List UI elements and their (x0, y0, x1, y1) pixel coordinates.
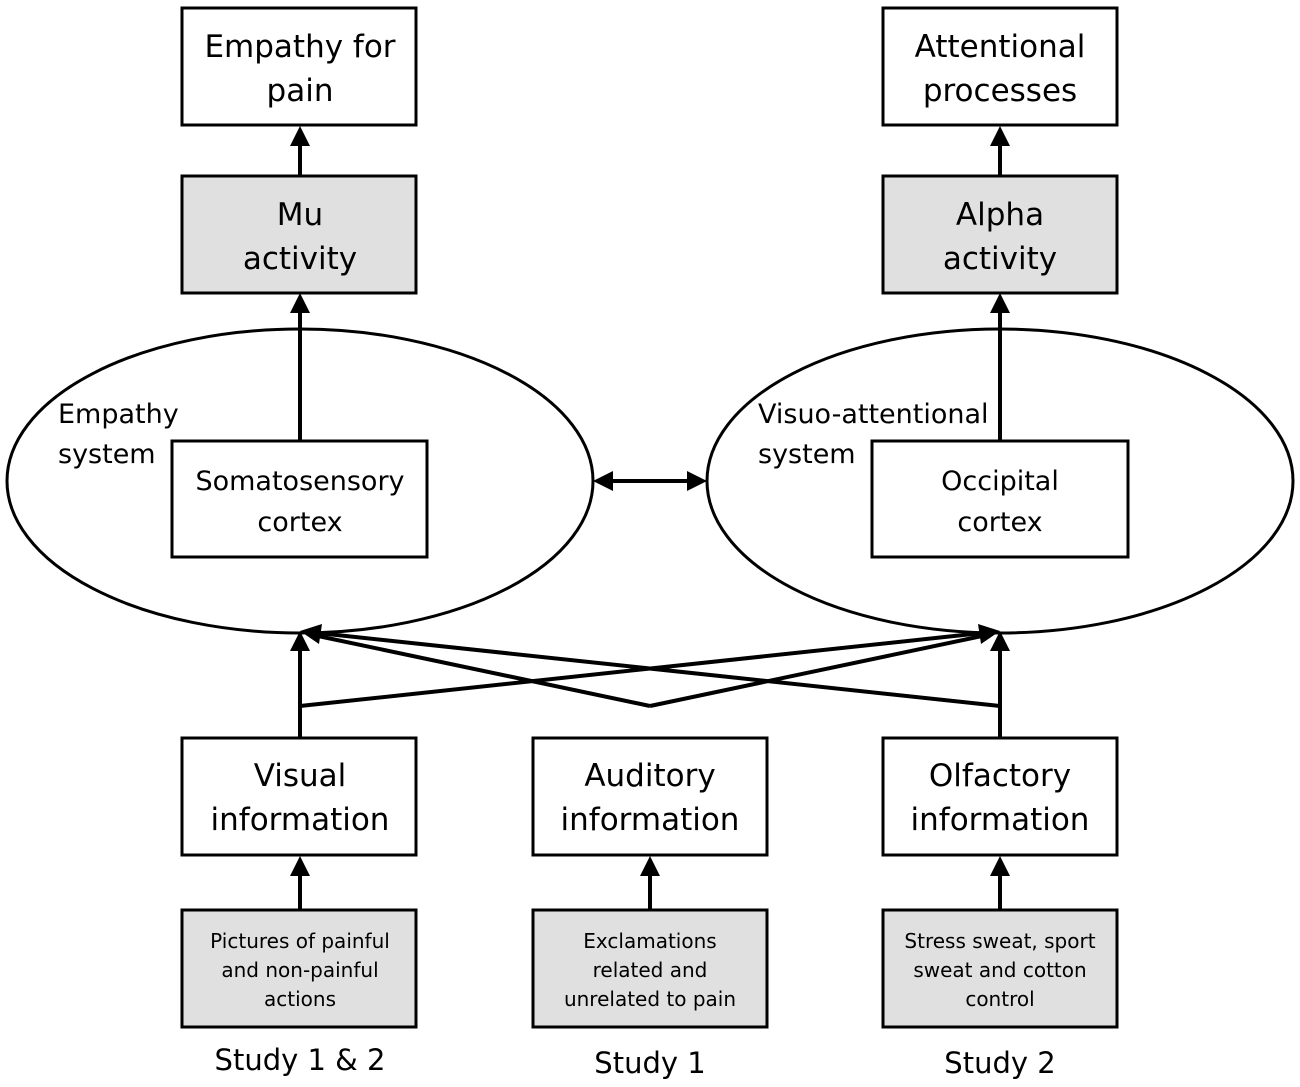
auditory-stimuli-line1: Exclamations (583, 929, 716, 953)
attentional-processes-box: Attentional processes (881, 6, 1119, 127)
arrowhead (687, 471, 707, 491)
study-label-olfactory: Study 2 (944, 1046, 1055, 1080)
auditory-information-box: Auditory information (531, 736, 769, 857)
edges (290, 126, 1010, 910)
olfactory-stimuli-box: Stress sweat, sport sweat and cotton con… (881, 908, 1119, 1029)
arrowhead (640, 856, 660, 876)
attentional-processes-line2: processes (923, 73, 1077, 109)
mu-activity-box: Mu activity (180, 174, 418, 295)
edge-visual-to-visuo (299, 631, 983, 708)
auditory-stimuli-line3: unrelated to pain (564, 987, 736, 1011)
arrowhead (290, 856, 310, 876)
mu-activity-line1: Mu (277, 197, 323, 233)
arrowhead (978, 624, 1000, 644)
auditory-stimuli-line2: related and (593, 958, 708, 982)
olfactory-stimuli-line1: Stress sweat, sport (904, 929, 1095, 953)
visual-stimuli-line3: actions (264, 987, 336, 1011)
alpha-activity-line1: Alpha (956, 197, 1044, 233)
study-label-auditory: Study 1 (594, 1046, 705, 1080)
empathy-for-pain-box: Empathy for pain (180, 6, 418, 127)
empathy-for-pain-line1: Empathy for (204, 29, 395, 65)
arrowhead (990, 293, 1010, 313)
occipital-cortex-box: Occipital cortex (870, 439, 1130, 559)
arrowhead (300, 624, 322, 644)
auditory-information-line1: Auditory (584, 758, 715, 794)
olfactory-stimuli-line3: control (965, 987, 1034, 1011)
visual-information-line1: Visual (254, 758, 347, 794)
olfactory-stimuli-line2: sweat and cotton (913, 958, 1086, 982)
arrowhead (990, 126, 1010, 146)
olfactory-information-line2: information (911, 802, 1090, 838)
arrowhead (290, 126, 310, 146)
arrowhead (990, 856, 1010, 876)
auditory-information-line2: information (561, 802, 740, 838)
alpha-activity-line2: activity (943, 241, 1057, 277)
mu-activity-line2: activity (243, 241, 357, 277)
visual-stimuli-line1: Pictures of painful (210, 929, 390, 953)
arrowhead (593, 471, 613, 491)
arrowhead (290, 631, 310, 651)
occipital-line2: cortex (957, 507, 1042, 538)
somatosensory-cortex-box: Somatosensory cortex (170, 439, 429, 559)
occipital-line1: Occipital (941, 466, 1059, 497)
auditory-stimuli-box: Exclamations related and unrelated to pa… (531, 908, 769, 1029)
edge-auditory-to-visuo (649, 634, 983, 708)
visuo-system-label-line1: Visuo-attentional (758, 399, 989, 430)
visual-stimuli-line2: and non-painful (221, 958, 378, 982)
olfactory-information-line1: Olfactory (929, 758, 1071, 794)
visual-information-box: Visual information (180, 736, 418, 857)
visual-information-line2: information (211, 802, 390, 838)
somatosensory-line1: Somatosensory (195, 466, 404, 497)
attentional-processes-line1: Attentional (915, 29, 1086, 65)
visual-stimuli-box: Pictures of painful and non-painful acti… (180, 908, 418, 1029)
empathy-system-label-line2: system (58, 439, 156, 470)
arrowhead (290, 293, 310, 313)
arrowhead (990, 631, 1010, 651)
somatosensory-line2: cortex (257, 507, 342, 538)
empathy-system-label-line1: Empathy (58, 399, 179, 430)
visuo-system-label-line2: system (758, 439, 856, 470)
olfactory-information-box: Olfactory information (881, 736, 1119, 857)
edge-auditory-to-empathy (317, 634, 651, 708)
study-label-visual: Study 1 & 2 (215, 1043, 386, 1077)
alpha-activity-box: Alpha activity (881, 174, 1119, 295)
empathy-for-pain-line2: pain (267, 73, 334, 109)
